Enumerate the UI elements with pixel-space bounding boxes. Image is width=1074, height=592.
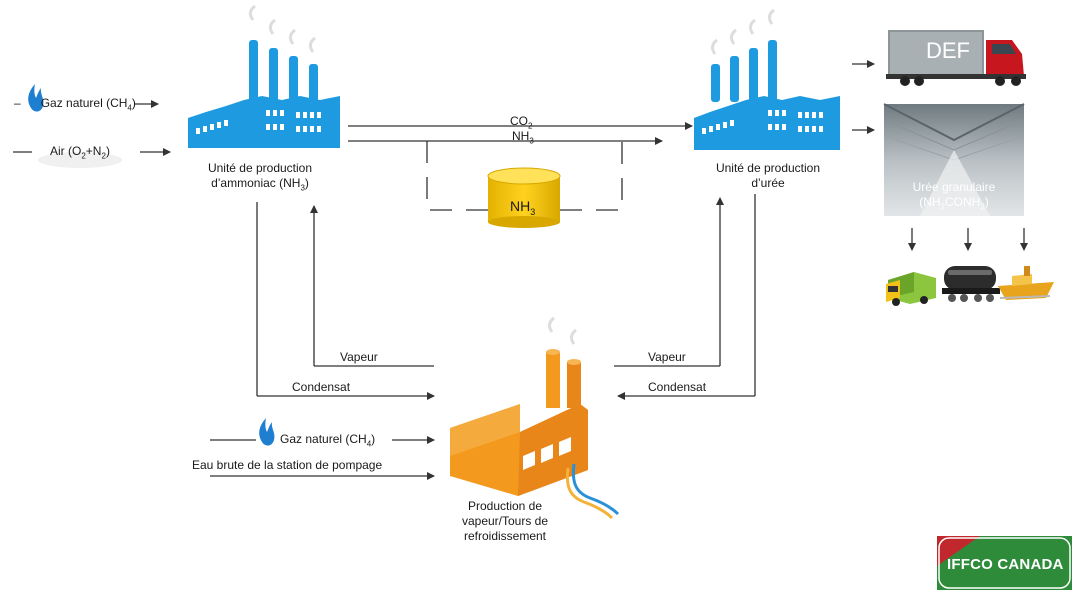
ammonia-unit-label: Unité de production d’ammoniac (NH3) <box>207 161 313 193</box>
storage-tank-icon <box>487 167 561 228</box>
air-input-label: Air (O2+N2) <box>50 144 110 161</box>
condensate-left-label: Condensat <box>292 380 351 394</box>
granular-urea-label: Urée granulaire (NH2CONH2) <box>912 180 996 212</box>
flame-icon <box>259 418 275 446</box>
water-input-label: Eau brute de la station de pompage <box>192 458 383 472</box>
gas-bottom-label: Gaz naturel (CH4) <box>280 432 376 449</box>
granular-urea-warehouse-image <box>883 103 1025 216</box>
truck-icon <box>886 30 1026 86</box>
urea-factory-icon <box>694 8 840 150</box>
ammonia-factory-icon <box>188 4 340 148</box>
urea-unit-label: Unité de production d’urée <box>715 161 821 190</box>
nh3-label: NH3 <box>512 129 534 146</box>
truck-def-label: DEF <box>926 38 970 63</box>
iffco-canada-logo <box>937 536 1072 590</box>
truck-icon <box>886 272 936 306</box>
steam-left-label: Vapeur <box>340 350 378 364</box>
flame-icon <box>28 84 44 112</box>
logo-text: IFFCO CANADA <box>947 556 1064 573</box>
steam-right-label: Vapeur <box>648 350 686 364</box>
gas-input-label: – Gaz naturel (CH4) <box>14 96 136 113</box>
co2-label: CO2 <box>510 114 533 131</box>
air-cloud <box>38 152 122 168</box>
steam-plant-factory-icon <box>450 316 620 520</box>
steam-plant-label: Production de vapeur/Tours de refroidiss… <box>461 499 549 543</box>
rail-tanker-icon <box>942 266 1000 302</box>
condensate-right-label: Condensat <box>648 380 707 394</box>
ship-icon <box>998 266 1054 300</box>
storage-tank-label: NH3 <box>510 198 536 217</box>
storage-dashed-loop <box>426 141 623 211</box>
